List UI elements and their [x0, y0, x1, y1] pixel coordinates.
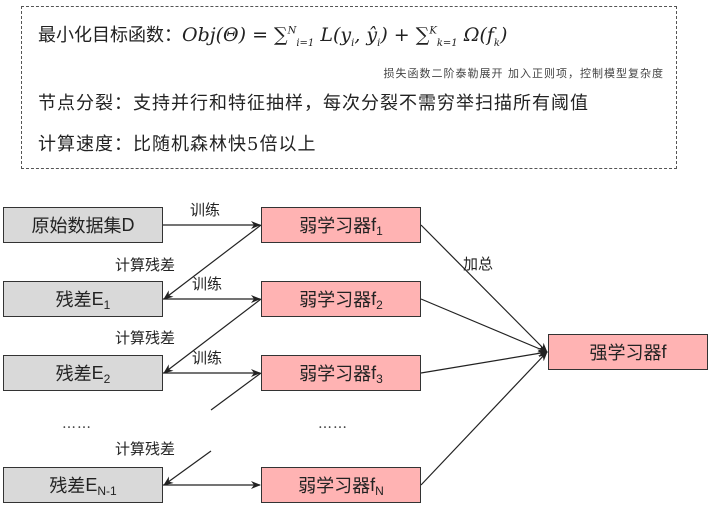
speed-note: 计算速度：比随机森林快5倍以上	[38, 134, 317, 155]
ellipsis-left: ……	[62, 416, 92, 432]
train-label-2: 训练	[192, 275, 223, 293]
train-label-3: 训练	[192, 349, 223, 367]
sum-arrow-1	[420, 224, 548, 353]
objective-formula: Obj(Θ) = ∑Ni=1 L(yi, ŷi) + ∑Kk=1 Ω(fk)	[182, 24, 508, 49]
ellipsis-right: ……	[318, 416, 348, 432]
residual-arrow-n	[163, 450, 212, 486]
residual-arrow-2	[163, 298, 262, 374]
train-label-1: 训练	[190, 201, 221, 219]
objective-label: 最小化目标函数：	[38, 25, 182, 46]
residual-arrow-1	[163, 224, 262, 300]
residual-stub-3	[210, 372, 262, 411]
summary-panel: 最小化目标函数：Obj(Θ) = ∑Ni=1 L(yi, ŷi) + ∑Kk=1…	[21, 6, 677, 169]
objective-line: 最小化目标函数：Obj(Θ) = ∑Ni=1 L(yi, ŷi) + ∑Kk=1…	[38, 21, 507, 49]
residual-label-n: 计算残差	[115, 440, 176, 458]
sum-arrow-3	[420, 349, 548, 374]
formula-annotation: 损失函数二阶泰勒展开 加入正则项，控制模型复杂度	[383, 67, 664, 80]
sum-arrow-2	[420, 298, 548, 353]
residual-label-2: 计算残差	[115, 329, 176, 347]
sum-label: 加总	[463, 255, 494, 273]
sum-arrow-n	[420, 351, 548, 486]
node-split-note: 节点分裂：支持并行和特征抽样，每次分裂不需穷举扫描所有阈值	[38, 93, 589, 114]
residual-label-1: 计算残差	[115, 256, 176, 274]
